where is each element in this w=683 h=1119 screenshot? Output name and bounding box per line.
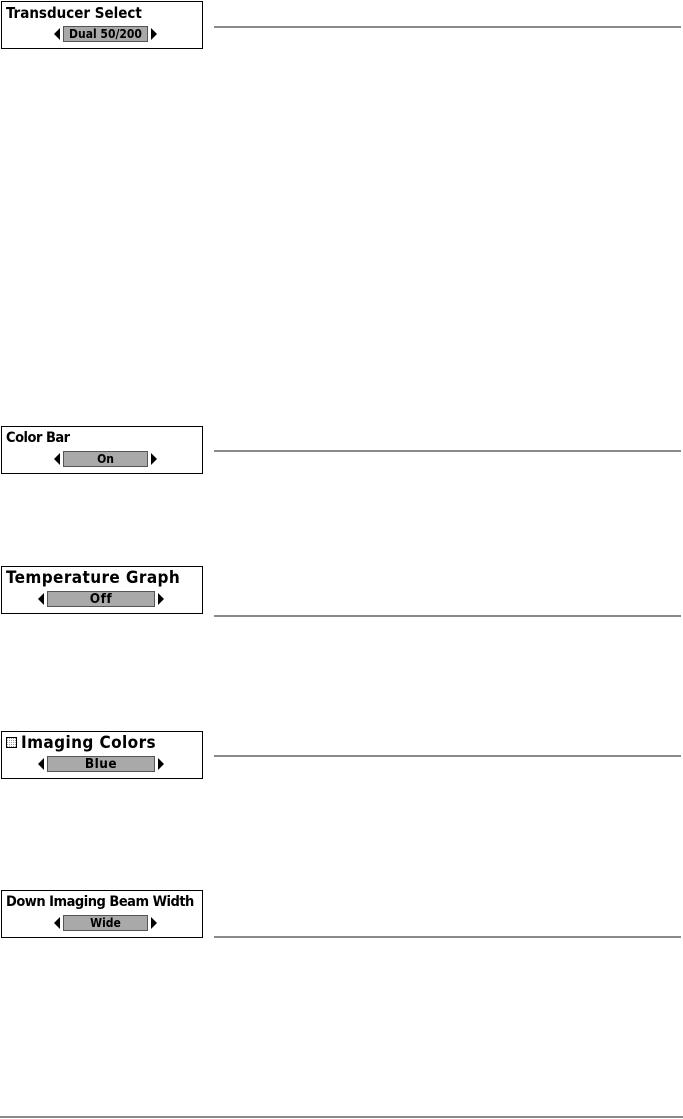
left-arrow-icon[interactable] (54, 917, 60, 929)
transducer-select-selector[interactable]: Dual 50/200 (54, 26, 157, 42)
right-arrow-icon[interactable] (158, 758, 164, 770)
section-divider (214, 450, 681, 452)
imaging-colors-title: Imaging Colors (6, 734, 156, 752)
left-arrow-icon[interactable] (54, 453, 60, 465)
temperature-graph-menu[interactable]: Temperature Graph Off (1, 566, 203, 614)
down-imaging-beam-width-title: Down Imaging Beam Width (6, 894, 194, 910)
right-arrow-icon[interactable] (158, 593, 164, 605)
color-bar-title: Color Bar (6, 430, 70, 446)
imaging-colors-menu[interactable]: Imaging Colors Blue (1, 731, 203, 779)
section-divider (214, 936, 681, 938)
transducer-select-menu[interactable]: Transducer Select Dual 50/200 (1, 1, 203, 49)
left-arrow-icon[interactable] (38, 758, 44, 770)
imaging-colors-value: Blue (47, 756, 155, 772)
color-bar-menu[interactable]: Color Bar On (1, 426, 203, 474)
transducer-select-title: Transducer Select (6, 4, 142, 22)
down-imaging-beam-width-value: Wide (63, 915, 148, 931)
down-imaging-beam-width-menu[interactable]: Down Imaging Beam Width Wide (1, 890, 203, 938)
temperature-graph-selector[interactable]: Off (38, 591, 164, 607)
right-arrow-icon[interactable] (151, 917, 157, 929)
left-arrow-icon[interactable] (38, 593, 44, 605)
down-imaging-beam-width-selector[interactable]: Wide (54, 915, 157, 931)
section-divider (214, 755, 681, 757)
right-arrow-icon[interactable] (151, 28, 157, 40)
section-divider (214, 26, 681, 28)
section-divider (214, 615, 681, 617)
imaging-colors-title-text: Imaging Colors (21, 733, 157, 753)
transducer-select-value: Dual 50/200 (63, 26, 148, 42)
imaging-colors-selector[interactable]: Blue (38, 756, 164, 772)
down-imaging-icon (6, 737, 17, 748)
temperature-graph-title: Temperature Graph (6, 568, 181, 588)
right-arrow-icon[interactable] (151, 453, 157, 465)
left-arrow-icon[interactable] (54, 28, 60, 40)
temperature-graph-value: Off (47, 591, 155, 607)
page-bottom-rule (0, 1116, 683, 1118)
color-bar-value: On (63, 451, 148, 467)
color-bar-selector[interactable]: On (54, 451, 157, 467)
